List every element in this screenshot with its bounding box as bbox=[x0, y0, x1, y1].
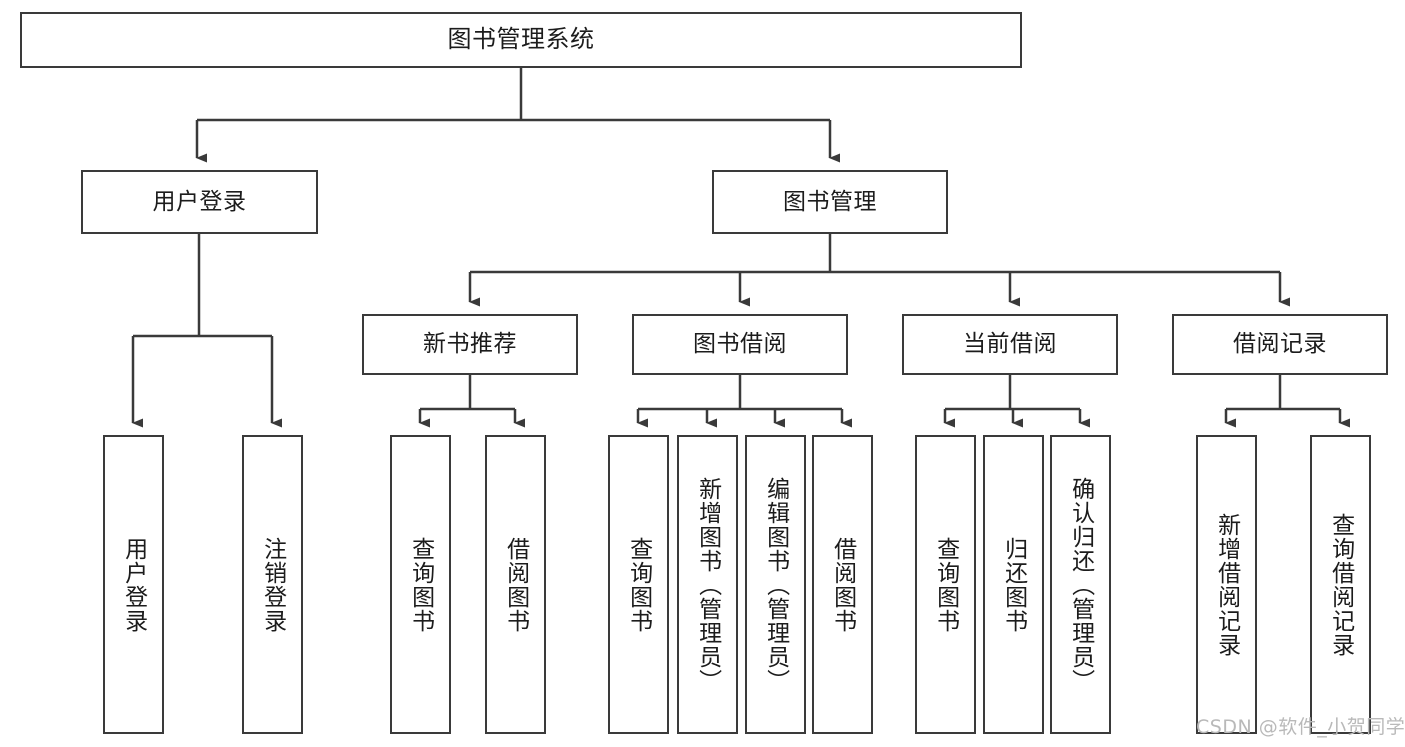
node-leaf-add-record-label: 新增借阅记录 bbox=[1213, 512, 1240, 657]
node-leaf-borrow-book[interactable]: 借阅图书 bbox=[812, 435, 873, 734]
node-leaf-logout[interactable]: 注销登录 bbox=[242, 435, 303, 734]
node-leaf-edit-book-label: 编辑图书（管理员） bbox=[762, 476, 789, 693]
node-leaf-user-login[interactable]: 用户登录 bbox=[103, 435, 164, 734]
node-leaf-borrow-book-rec-label: 借阅图书 bbox=[502, 536, 529, 633]
node-new-book-recommend-label: 新书推荐 bbox=[423, 331, 517, 358]
node-leaf-borrow-book-rec[interactable]: 借阅图书 bbox=[485, 435, 546, 734]
node-leaf-add-record[interactable]: 新增借阅记录 bbox=[1196, 435, 1257, 734]
node-current-borrow-label: 当前借阅 bbox=[963, 331, 1057, 358]
watermark: CSDN @软件_小贺同学 bbox=[1196, 716, 1405, 738]
node-book-borrow[interactable]: 图书借阅 bbox=[632, 314, 848, 375]
node-leaf-add-book[interactable]: 新增图书（管理员） bbox=[677, 435, 738, 734]
node-leaf-query-book-current[interactable]: 查询图书 bbox=[915, 435, 976, 734]
node-leaf-user-login-label: 用户登录 bbox=[120, 536, 147, 633]
node-leaf-confirm-return-label: 确认归还（管理员） bbox=[1067, 476, 1094, 693]
node-book-borrow-label: 图书借阅 bbox=[693, 331, 787, 358]
node-leaf-query-book-current-label: 查询图书 bbox=[932, 536, 959, 633]
node-root[interactable]: 图书管理系统 bbox=[20, 12, 1022, 68]
node-book-management[interactable]: 图书管理 bbox=[712, 170, 948, 234]
node-leaf-return-book-label: 归还图书 bbox=[1000, 536, 1027, 633]
node-book-management-label: 图书管理 bbox=[783, 188, 877, 215]
node-leaf-query-record[interactable]: 查询借阅记录 bbox=[1310, 435, 1371, 734]
node-leaf-borrow-book-label: 借阅图书 bbox=[829, 536, 856, 633]
node-borrow-record-label: 借阅记录 bbox=[1233, 331, 1327, 358]
node-root-label: 图书管理系统 bbox=[447, 25, 595, 54]
node-user-login[interactable]: 用户登录 bbox=[81, 170, 318, 234]
node-leaf-query-book-borrow-label: 查询图书 bbox=[625, 536, 652, 633]
node-leaf-query-record-label: 查询借阅记录 bbox=[1327, 512, 1354, 657]
node-leaf-query-book-rec-label: 查询图书 bbox=[407, 536, 434, 633]
node-leaf-return-book[interactable]: 归还图书 bbox=[983, 435, 1044, 734]
node-leaf-query-book-borrow[interactable]: 查询图书 bbox=[608, 435, 669, 734]
node-new-book-recommend[interactable]: 新书推荐 bbox=[362, 314, 578, 375]
node-user-login-label: 用户登录 bbox=[152, 188, 247, 215]
node-leaf-confirm-return[interactable]: 确认归还（管理员） bbox=[1050, 435, 1111, 734]
node-borrow-record[interactable]: 借阅记录 bbox=[1172, 314, 1388, 375]
node-leaf-query-book-rec[interactable]: 查询图书 bbox=[390, 435, 451, 734]
node-current-borrow[interactable]: 当前借阅 bbox=[902, 314, 1118, 375]
node-leaf-edit-book[interactable]: 编辑图书（管理员） bbox=[745, 435, 806, 734]
node-leaf-logout-label: 注销登录 bbox=[259, 536, 286, 633]
node-leaf-add-book-label: 新增图书（管理员） bbox=[694, 476, 721, 693]
